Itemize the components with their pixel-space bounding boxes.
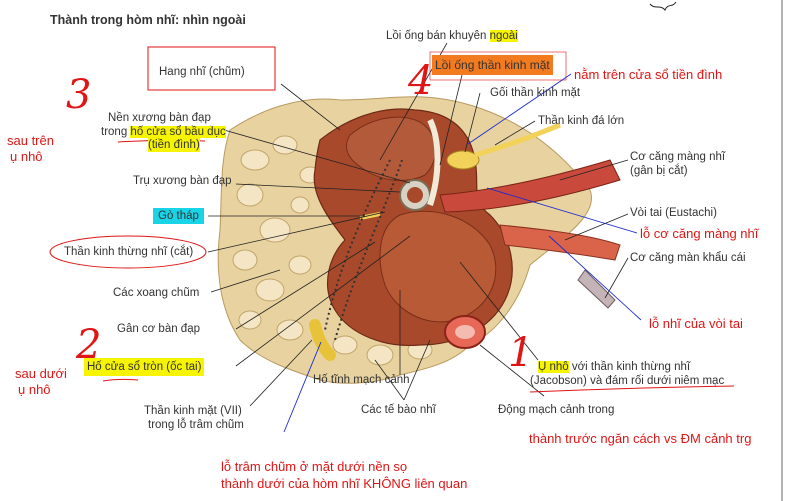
note-lo-co-cang: lỗ cơ căng màng nhĩ: [640, 226, 759, 241]
note-thanh-duoi: thành dưới của hòm nhĩ KHÔNG liên quan: [221, 476, 468, 491]
handwritten-number-2: 2: [76, 322, 102, 368]
facial-nerve-vii: [309, 319, 336, 361]
label-than-kinh-mat-1: Thần kinh mặt (VII): [144, 405, 242, 417]
note-sau-duoi-2: ụ nhô: [18, 382, 51, 397]
label-gan-co-ban-dap: Gân cơ bàn đạp: [117, 323, 200, 335]
label-than-kinh-thung-nhi: Thần kinh thừng nhĩ (cắt): [64, 246, 194, 258]
label-nen-xuong-2: trong hố cửa sổ bầu dục: [101, 126, 226, 138]
box-hang-nhi: [147, 46, 276, 91]
label-loi-ong-than-kinh: Lồi ống thần kinh mặt: [432, 55, 553, 75]
highlight-u-nho: Ụ nhô: [538, 361, 569, 373]
label-nen-xuong-1: Nền xương bàn đạp: [108, 112, 211, 124]
handwritten-number-1: 1: [508, 330, 534, 376]
tensor-veli: [577, 269, 616, 309]
label-cac-xoang-chum: Các xoang chũm: [113, 287, 200, 299]
handwritten-number-4: 4: [408, 58, 434, 104]
label-ho-tinh-mach: Hố tĩnh mạch cảnh: [313, 374, 410, 386]
note-lo-tram-chum: lỗ trâm chũm ở mặt dưới nền sọ: [221, 459, 408, 474]
box-loi-ong: [429, 51, 567, 81]
label-co-cang-man: Cơ căng màn khẩu cái: [630, 252, 746, 264]
label-cac-te-bao: Các tế bào nhĩ: [361, 404, 436, 416]
label-dong-mach: Động mạch cảnh trong: [498, 404, 615, 416]
label-u-nho: Ụ nhô với thần kinh thừng nhĩ: [538, 361, 691, 373]
epitympanic: [346, 116, 437, 181]
note-sau-tren-1: sau trên: [7, 133, 54, 148]
label-ho-cua-so-tron: Hố cửa sổ tròn (ốc tai): [84, 358, 205, 376]
facial-nerve-canal: [427, 118, 441, 206]
blue-annotation-lines: [283, 73, 642, 433]
leader-lines: [207, 42, 629, 407]
highlight-ho-bau-duc: hố cửa sổ bầu dục: [130, 126, 226, 138]
label-goi-than-kinh: Gối thần kinh mặt: [490, 87, 581, 99]
pyramid-nerve: [359, 212, 381, 220]
label-than-kinh-da-lon: Thần kinh đá lớn: [538, 115, 625, 127]
label-nen-xuong-3: (tiền đình): [148, 138, 200, 152]
note-sau-tren-2: ụ nhô: [10, 149, 43, 164]
label-than-kinh-mat-2: trong lỗ trâm chũm: [148, 419, 244, 431]
label-hang-nhi: Hang nhĩ (chũm): [159, 66, 245, 78]
page-title: Thành trong hòm nhĩ: nhìn ngoài: [50, 13, 246, 27]
greater-petrosal: [474, 122, 561, 158]
handwritten-number-3: 3: [66, 72, 92, 118]
label-co-cang-mang-nhi-1: Cơ căng màng nhĩ: [630, 151, 726, 163]
circle-than-kinh: [49, 235, 207, 269]
label-tru-xuong: Trụ xương bàn đạp: [133, 175, 232, 187]
label-voi-tai: Vòi tai (Eustachi): [630, 207, 717, 219]
label-go-thap: Gò tháp: [153, 208, 204, 224]
note-nam-tren: nằm trên cửa sổ tiền đình: [574, 67, 723, 82]
label-loi-ong-ban-khuyen: Lồi ống bán khuyên ngoài: [386, 30, 518, 42]
note-lo-nhi: lỗ nhĩ của vòi tai: [649, 316, 743, 331]
note-thanh-truoc: thành trước ngăn cách vs ĐM cảnh trg: [529, 431, 752, 446]
note-sau-duoi-1: sau dưới: [15, 366, 67, 381]
eustachian-tube: [499, 224, 621, 261]
geniculate: [446, 150, 480, 170]
label-co-cang-mang-nhi-2: (gân bị cắt): [630, 165, 688, 177]
tensor-tympani: [439, 159, 621, 213]
label-jacobson: (Jacobson) và đám rối dưới niêm mạc: [530, 375, 725, 387]
highlight-ngoai: ngoài: [489, 30, 518, 42]
